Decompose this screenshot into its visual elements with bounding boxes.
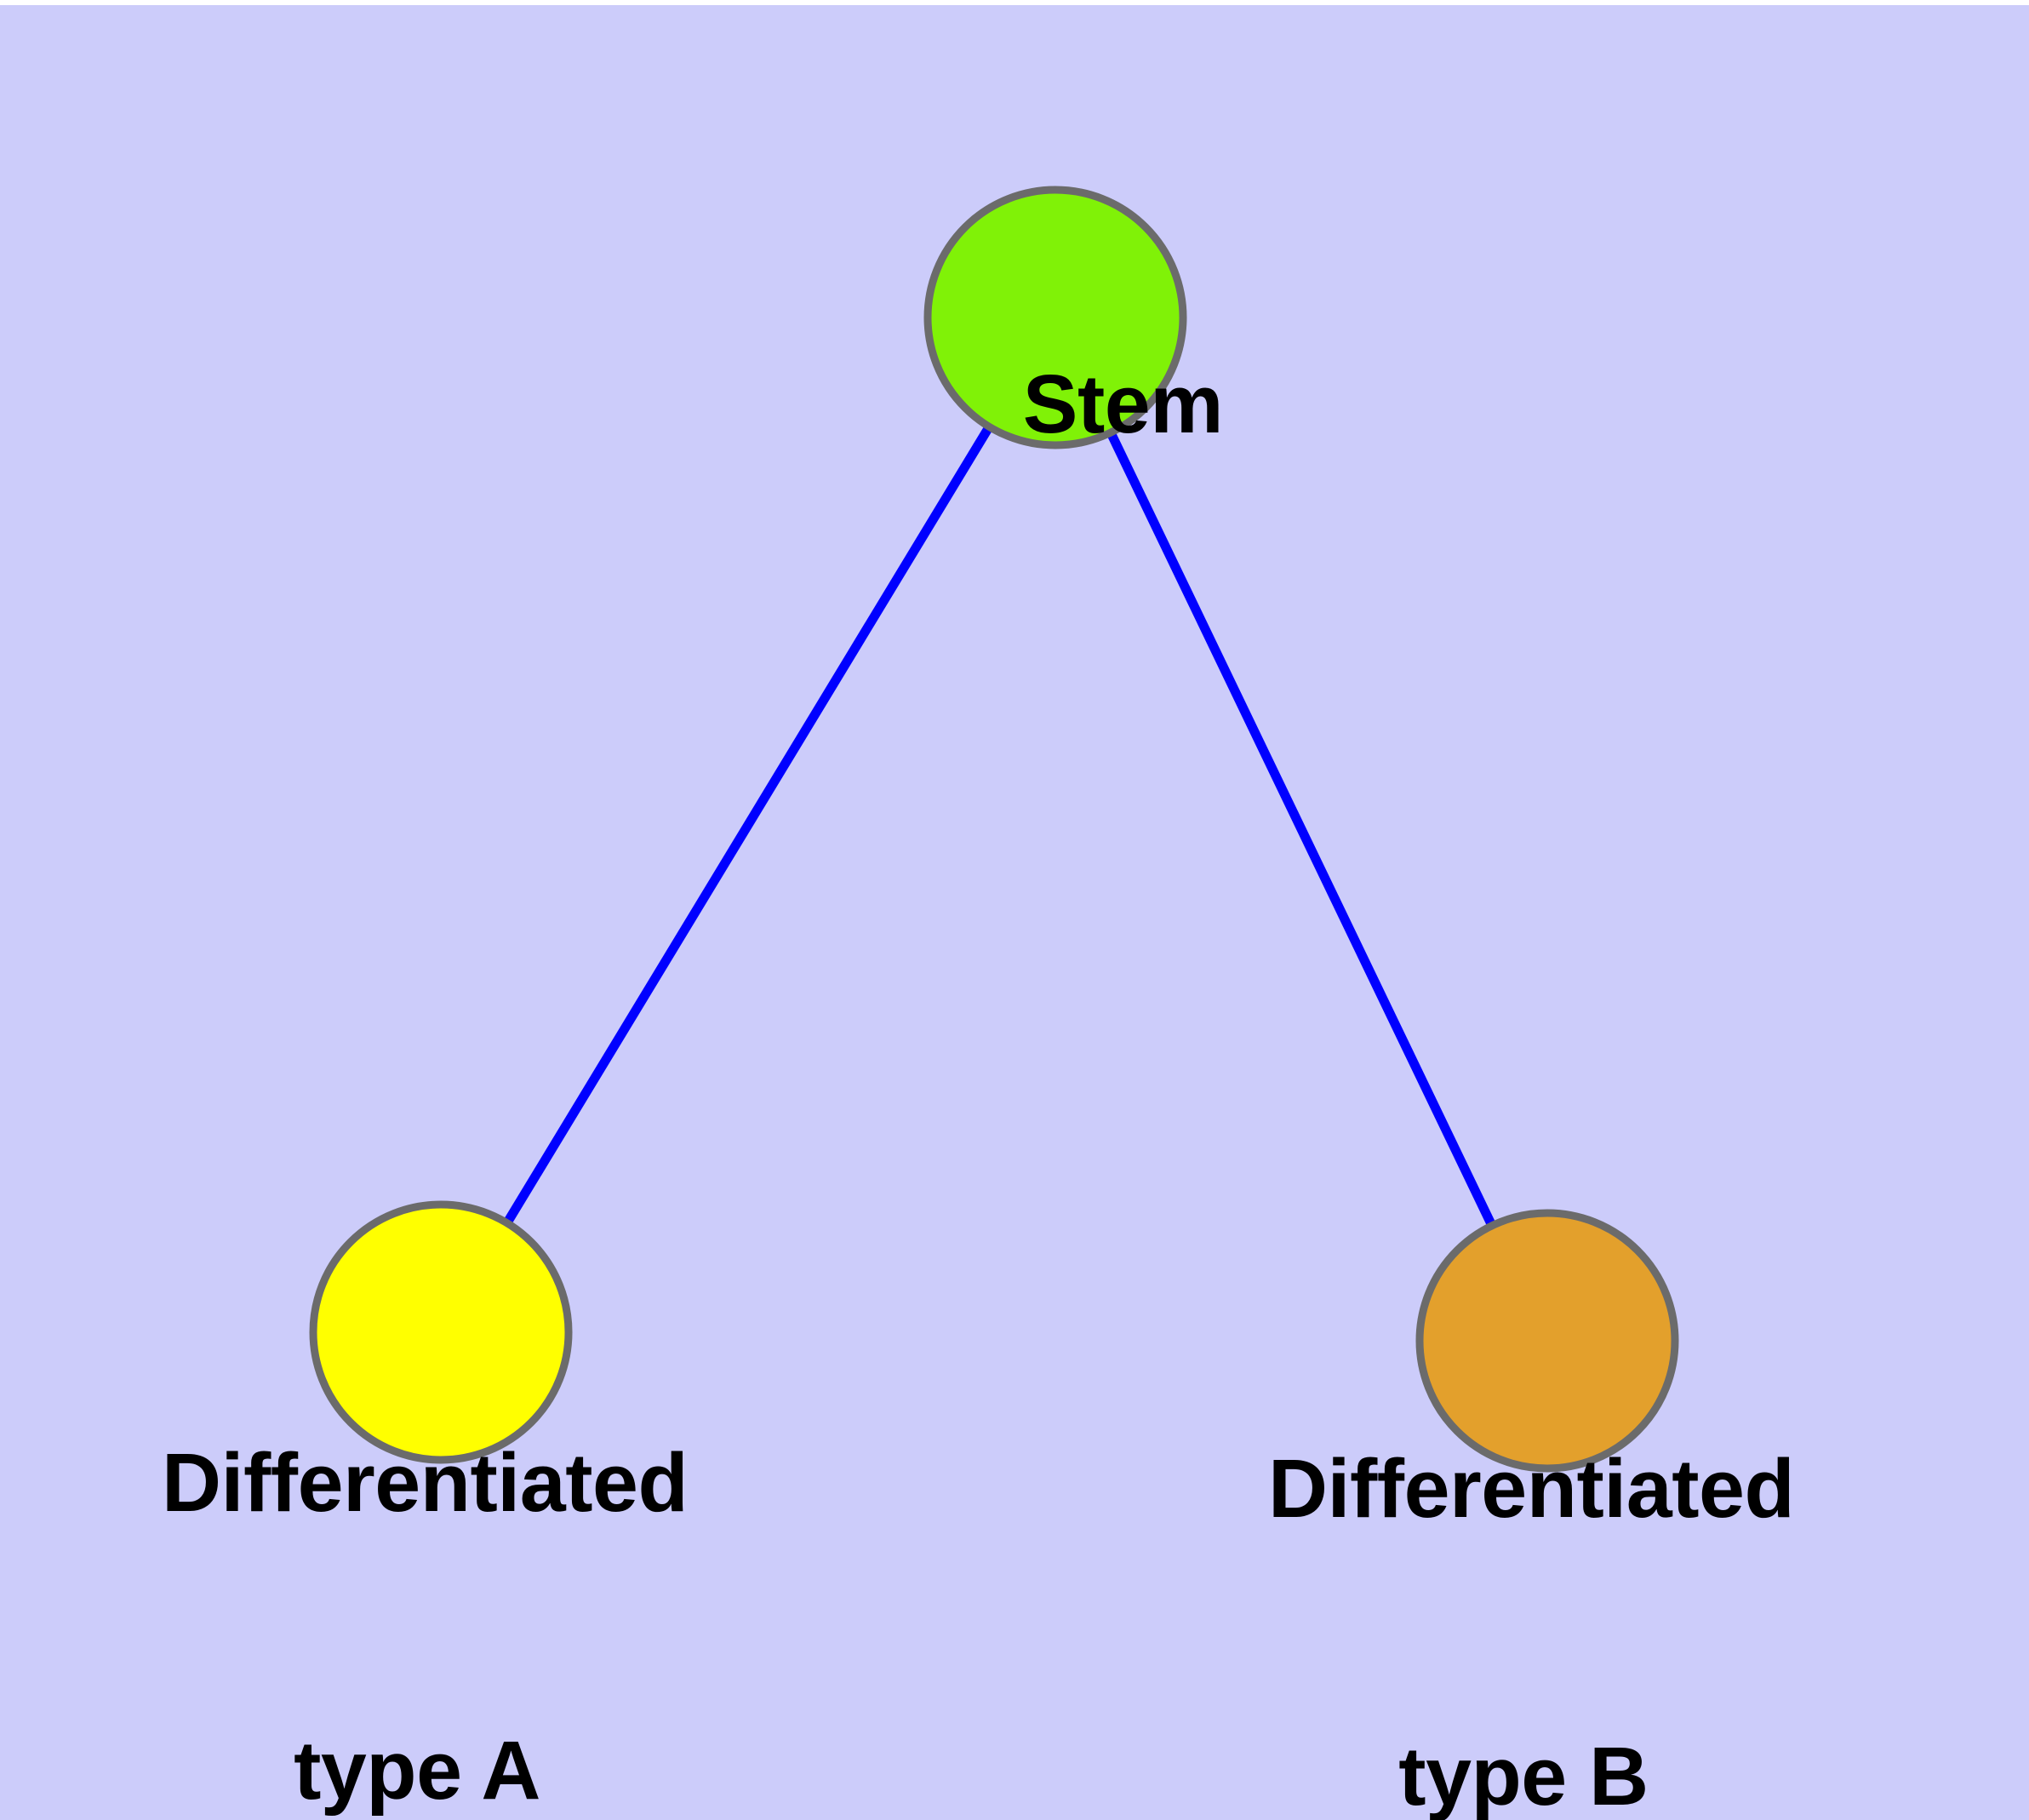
edge-stem-to-differentiated-type-b[interactable] [1051,315,1552,1343]
graph-background: Stem Differentiated type A Differentiate… [0,5,2029,1820]
edge-layer [437,315,1552,1343]
node-differentiated-type-b[interactable] [1415,1209,1679,1473]
graph-svg [309,186,1679,1473]
node-layer [309,186,1679,1473]
edge-stem-to-differentiated-type-a[interactable] [437,315,1060,1335]
node-differentiated-type-a[interactable] [309,1200,573,1464]
node-stem[interactable] [923,186,1187,449]
